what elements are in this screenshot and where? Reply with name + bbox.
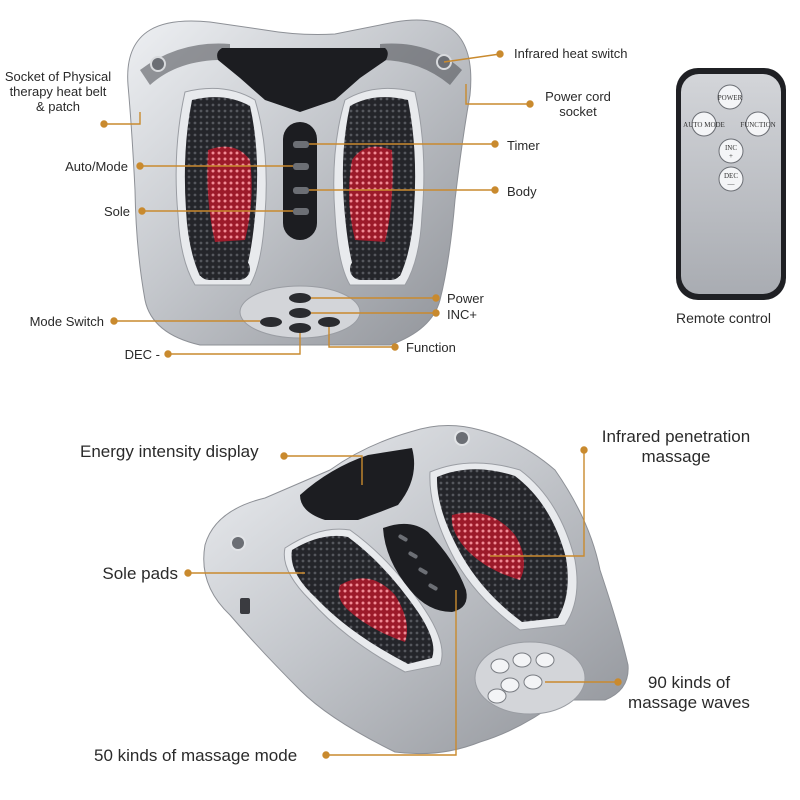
remote-inc-button	[718, 138, 744, 164]
remote-inc-sign: +	[729, 152, 733, 160]
bottom-button-1	[490, 658, 510, 674]
label-infrared-penetration-line2: massage	[641, 447, 711, 466]
label-dec: DEC -	[124, 347, 160, 362]
bottom-energy-display	[300, 448, 415, 520]
bottom-button-3	[535, 652, 555, 668]
heat-belt-socket	[150, 56, 166, 72]
bottom-control-panel	[383, 523, 467, 612]
label-function: Function	[406, 340, 456, 355]
label-mode-switch: Mode Switch	[29, 314, 104, 329]
label-inc: INC+	[447, 307, 477, 322]
label-infrared-heat-switch: Infrared heat switch	[514, 46, 628, 61]
label-timer: Timer	[507, 138, 540, 153]
label-sole: Sole	[103, 204, 130, 219]
label-auto-mode: Auto/Mode	[65, 159, 128, 174]
top-sole-button	[293, 208, 309, 215]
bottom-side-port	[240, 598, 250, 614]
remote-function-button	[745, 111, 771, 137]
label-infrared-penetration: Infrared penetration massage	[576, 427, 776, 467]
remote-function-label: FUNCTION	[740, 121, 775, 129]
bottom-heat-socket-knob	[230, 535, 246, 551]
bottom-button-4	[500, 677, 520, 693]
top-body-button	[293, 187, 309, 194]
remote-dec-sign: —	[727, 180, 736, 188]
label-infrared-penetration-line1: Infrared penetration	[601, 427, 751, 446]
top-inc-button	[289, 308, 311, 318]
remote-auto-mode-button	[691, 111, 717, 137]
remote-dec-button	[718, 166, 744, 192]
remote-power-button	[717, 84, 743, 110]
label-90-kinds-waves-line2: massage waves	[628, 693, 750, 712]
label-power-cord-socket: Power cord socket	[536, 89, 620, 119]
label-socket-heat-belt-line2: therapy heat belt	[9, 84, 107, 99]
top-control-panel	[283, 122, 317, 240]
label-socket-heat-belt-line3: & patch	[35, 99, 81, 114]
bottom-right-foot-pad	[429, 462, 578, 631]
top-power-button	[289, 293, 311, 303]
label-body: Body	[507, 184, 537, 199]
remote-auto-mode-label: AUTO MODE	[683, 121, 725, 129]
remote-dec-label: DEC	[724, 172, 738, 180]
top-timer-button	[293, 141, 309, 148]
top-right-foot-pad	[333, 87, 425, 286]
label-energy-intensity-display: Energy intensity display	[80, 442, 259, 461]
label-90-kinds-waves: 90 kinds of massage waves	[614, 673, 764, 713]
bottom-socket-knob	[454, 430, 470, 446]
label-90-kinds-waves-line1: 90 kinds of	[647, 673, 731, 692]
remote-power-label: POWER	[718, 94, 743, 102]
label-power-cord-socket-line2: socket	[559, 104, 597, 119]
bottom-button-5	[523, 674, 543, 690]
top-left-foot-pad	[175, 87, 267, 286]
label-power-cord-socket-line1: Power cord	[545, 89, 611, 104]
remote-inc-label: INC	[725, 144, 737, 152]
top-mode-switch-button	[260, 317, 282, 327]
bottom-left-foot-pad	[283, 528, 443, 673]
top-energy-display	[217, 48, 388, 112]
label-remote-control: Remote control	[676, 310, 771, 326]
top-dec-button	[289, 323, 311, 333]
label-socket-heat-belt-line1: Socket of Physical	[4, 69, 112, 84]
bottom-button-2	[512, 652, 532, 668]
bottom-device	[203, 424, 629, 755]
top-auto-mode-button	[293, 163, 309, 170]
label-sole-pads: Sole pads	[102, 564, 178, 583]
label-socket-heat-belt: Socket of Physical therapy heat belt & p…	[2, 69, 114, 114]
top-function-button	[318, 317, 340, 327]
label-power: Power	[447, 291, 484, 306]
leader-lines	[100, 50, 622, 759]
remote-control: POWER AUTO MODE FUNCTION INC + DEC —	[676, 68, 786, 300]
top-device	[127, 19, 472, 346]
bottom-button-6	[487, 688, 507, 704]
label-50-kinds-mode: 50 kinds of massage mode	[94, 746, 298, 765]
